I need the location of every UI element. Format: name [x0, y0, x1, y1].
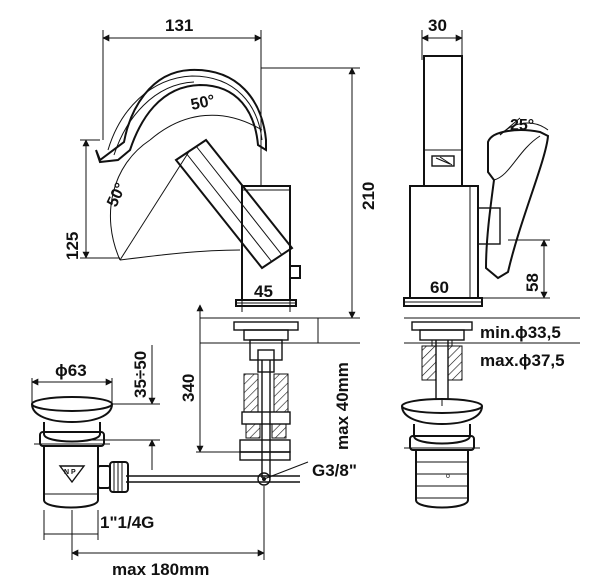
side-view: o	[401, 30, 580, 509]
dim-waste-diameter: ϕ63	[55, 361, 87, 380]
svg-text:N P: N P	[64, 469, 76, 476]
waste-front: N P	[31, 345, 265, 560]
dim-30: 30	[428, 16, 447, 35]
dim-340: 340	[179, 374, 198, 402]
dim-45: 45	[254, 282, 273, 301]
dim-waste-thread: 1"1/4G	[100, 513, 154, 532]
dimension-labels: 131 30 50° 50° 25° 210 125 45 60 58 min.…	[55, 16, 565, 579]
svg-text:o: o	[446, 473, 450, 480]
dim-125: 125	[63, 232, 82, 260]
dim-131: 131	[165, 16, 193, 35]
dim-max-length: max 180mm	[112, 560, 209, 579]
dim-max-deck: max 40mm	[333, 362, 352, 450]
dim-waste-range: 35÷50	[131, 351, 150, 398]
dim-thread: G3/8"	[312, 461, 357, 480]
dim-angle-lever: 25°	[510, 117, 534, 134]
dim-max-hole: max.ϕ37,5	[480, 351, 565, 370]
dim-angle-body: 50°	[104, 181, 130, 210]
front-view	[80, 30, 360, 486]
lever-front	[174, 138, 294, 270]
dim-angle-spout: 50°	[189, 92, 216, 114]
dim-210: 210	[359, 182, 378, 210]
dim-60: 60	[430, 278, 449, 297]
dim-min-hole: min.ϕ33,5	[480, 323, 561, 342]
dim-58: 58	[523, 273, 542, 292]
